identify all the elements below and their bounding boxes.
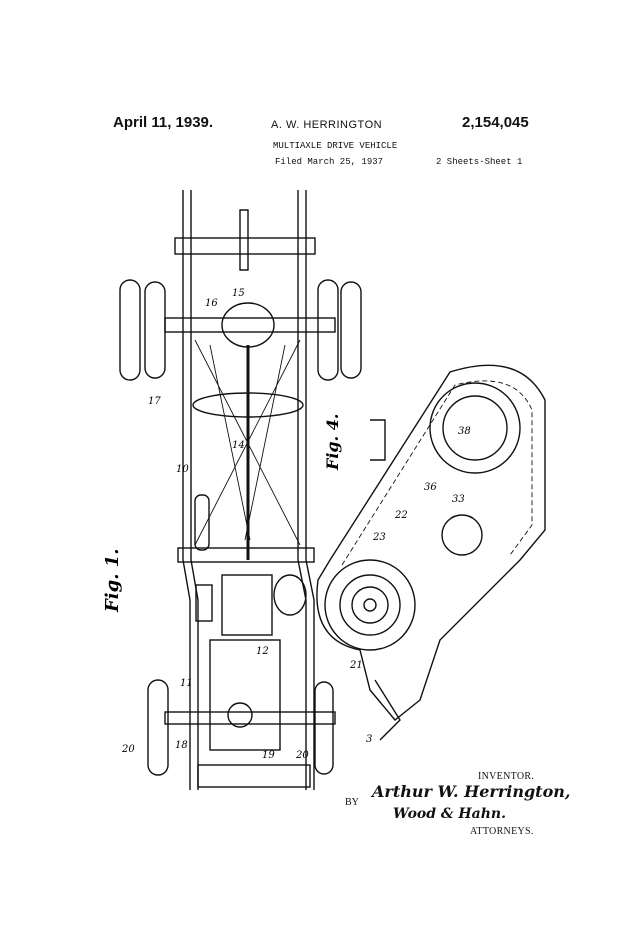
inventor-name: A. W. HERRINGTON: [271, 119, 383, 131]
ref-15: 15: [232, 288, 245, 299]
inventor-label: INVENTOR.: [478, 771, 535, 782]
ref-10: 10: [176, 464, 189, 475]
ref-20a: 20: [121, 744, 135, 755]
ref-11: 11: [180, 678, 193, 689]
by-label: BY: [345, 797, 359, 808]
fig4-label: Fig. 4.: [323, 414, 342, 471]
attorneys-label: ATTORNEYS.: [470, 826, 534, 837]
ref-20b: 20: [295, 750, 309, 761]
ref-12: 12: [256, 646, 269, 657]
ref-3: 3: [366, 734, 372, 745]
ref-16: 16: [205, 298, 218, 309]
ref-21: 21: [349, 660, 363, 671]
fig4-transfer-case-drawing: [316, 364, 546, 741]
ref-36: 36: [424, 482, 437, 493]
ref-18: 18: [175, 740, 188, 751]
patent-date: April 11, 1939.: [113, 114, 214, 131]
fig1-chassis-drawing: [119, 190, 362, 790]
patent-title: MULTIAXLE DRIVE VEHICLE: [273, 141, 398, 151]
ref-33: 33: [452, 494, 465, 505]
attorney-signature: Wood & Hahn.: [393, 806, 506, 822]
ref-38: 38: [458, 426, 471, 437]
ref-14: 14: [232, 440, 245, 451]
patent-number: 2,154,045: [462, 114, 529, 131]
ref-22: 22: [394, 510, 408, 521]
sheet-count: 2 Sheets-Sheet 1: [436, 157, 523, 167]
ref-19: 19: [262, 750, 275, 761]
ref-23: 23: [372, 532, 386, 543]
filed-date: Filed March 25, 1937: [275, 157, 384, 167]
inventor-signature: Arthur W. Herrington,: [372, 782, 571, 801]
ref-17: 17: [148, 396, 161, 407]
fig1-label: Fig. 1.: [102, 548, 123, 613]
